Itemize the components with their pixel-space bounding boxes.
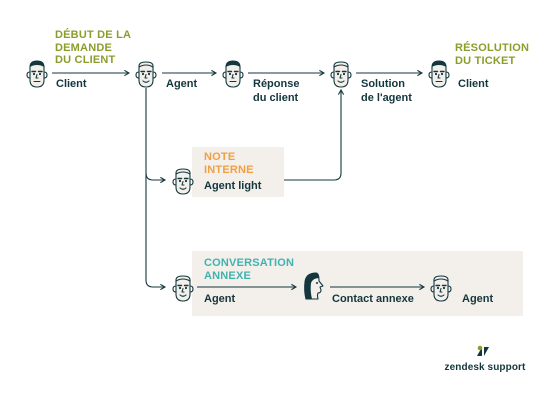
- person-face-icon: [24, 59, 50, 89]
- brand-wordmark: zendesk support: [444, 362, 526, 373]
- heading-side-conversation: CONVERSATION ANNEXE: [204, 257, 295, 282]
- node-label-light-agent: Agent light: [204, 180, 262, 192]
- person-face-icon: [170, 166, 196, 196]
- contact-profile-icon: [300, 271, 326, 301]
- node-label-client-end: Client: [458, 78, 489, 90]
- node-label-agent: Agent: [166, 78, 198, 90]
- person-face-icon: [328, 59, 354, 89]
- person-face-icon: [220, 59, 246, 89]
- heading-ticket-resolution: RÉSOLUTION DU TICKET: [455, 42, 530, 67]
- person-face-icon: [426, 59, 452, 89]
- node-label-side-agent-end: Agent: [462, 293, 494, 305]
- branch-line-note: [145, 172, 167, 184]
- node-label-client-start: Client: [56, 78, 87, 90]
- node-label-client-reply: Réponse du client: [253, 78, 300, 104]
- heading-internal-note: NOTE INTERNE: [204, 151, 254, 176]
- person-face-icon: [133, 59, 159, 89]
- zendesk-logo-icon: [477, 345, 489, 356]
- person-face-icon: [170, 273, 196, 303]
- node-label-agent-solution: Solution de l'agent: [361, 78, 412, 104]
- note-to-solution-line: [284, 88, 345, 181]
- zendesk-support-logo: zendesk support: [440, 345, 530, 385]
- side-conversation-panel: [192, 251, 523, 316]
- branch-line-trunk: [145, 88, 167, 291]
- node-label-side-agent: Agent: [204, 293, 236, 305]
- internal-note-panel: [192, 147, 284, 197]
- person-face-icon: [428, 273, 454, 303]
- heading-request-start: DÉBUT DE LA DEMANDE DU CLIENT: [55, 29, 132, 66]
- node-label-side-contact: Contact annexe: [332, 293, 414, 305]
